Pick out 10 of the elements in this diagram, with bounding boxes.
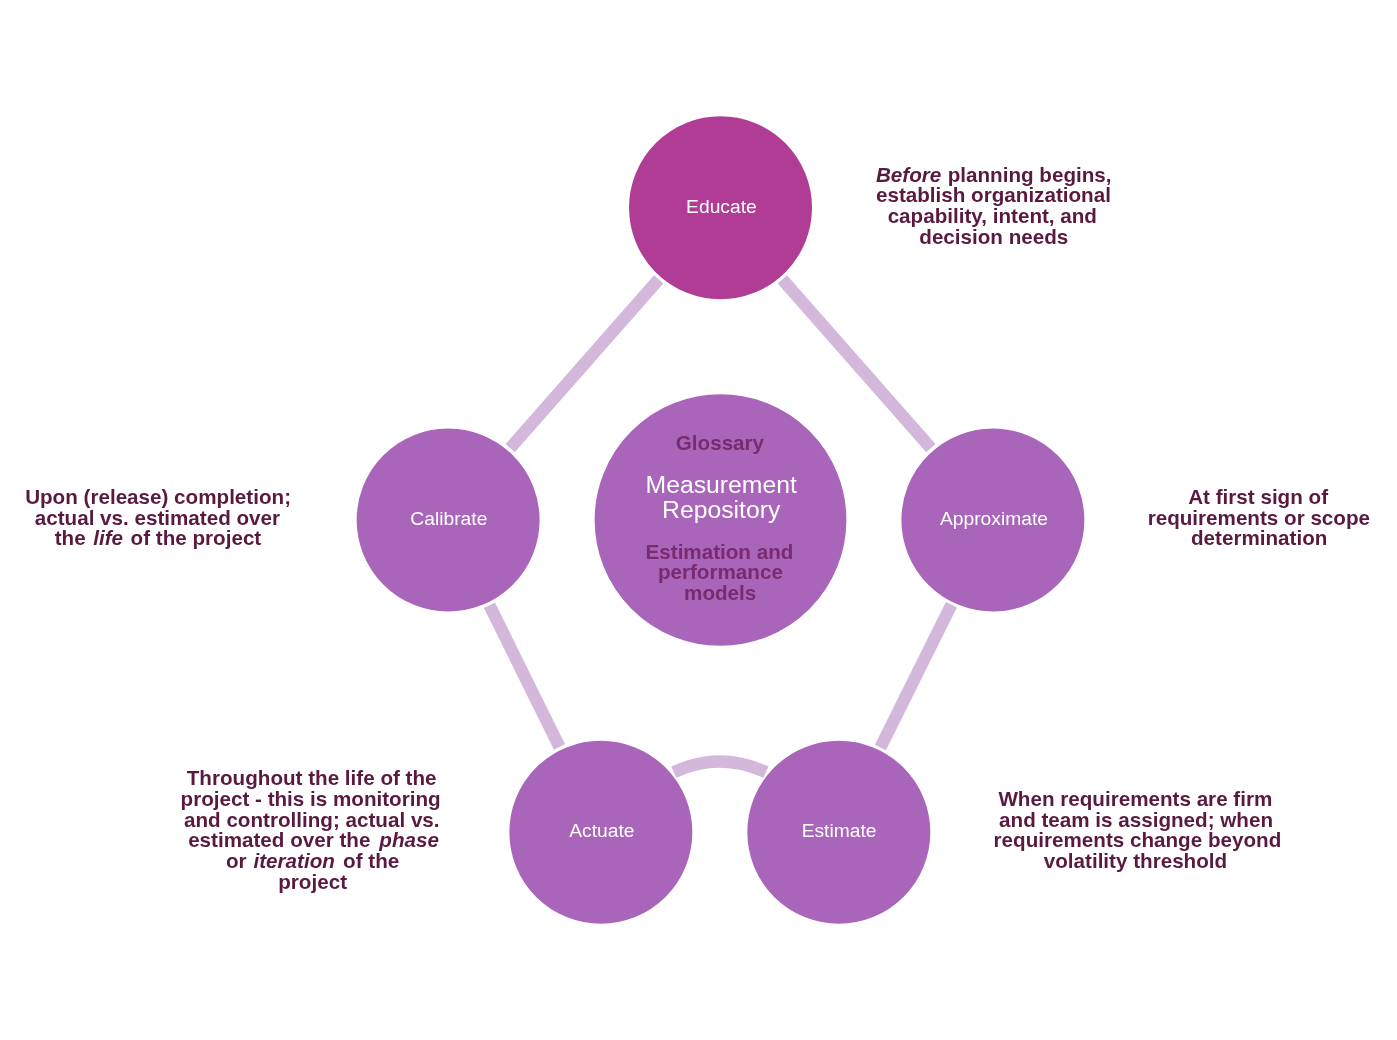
connector: [874, 601, 957, 751]
connector: [671, 755, 769, 778]
connector: [505, 275, 664, 453]
node-label: When requirements are firm and team is assigned; when requirements change beyond volatility threshold: [993, 787, 1282, 873]
connector: [777, 275, 936, 453]
node-label: At first sign of requirements or scope determination: [1147, 485, 1371, 550]
node-label: Before planning begins, establish organizational capability, intent, and decision needs: [875, 162, 1112, 248]
node-label: Throughout the life of the project - this is monitoring and controlling; actual vs. estimated over the phase or iteration of the project: [180, 766, 441, 893]
node-label: Upon (release) completion; actual vs. estimated over the life of the project: [25, 485, 292, 550]
connector: [483, 602, 566, 750]
